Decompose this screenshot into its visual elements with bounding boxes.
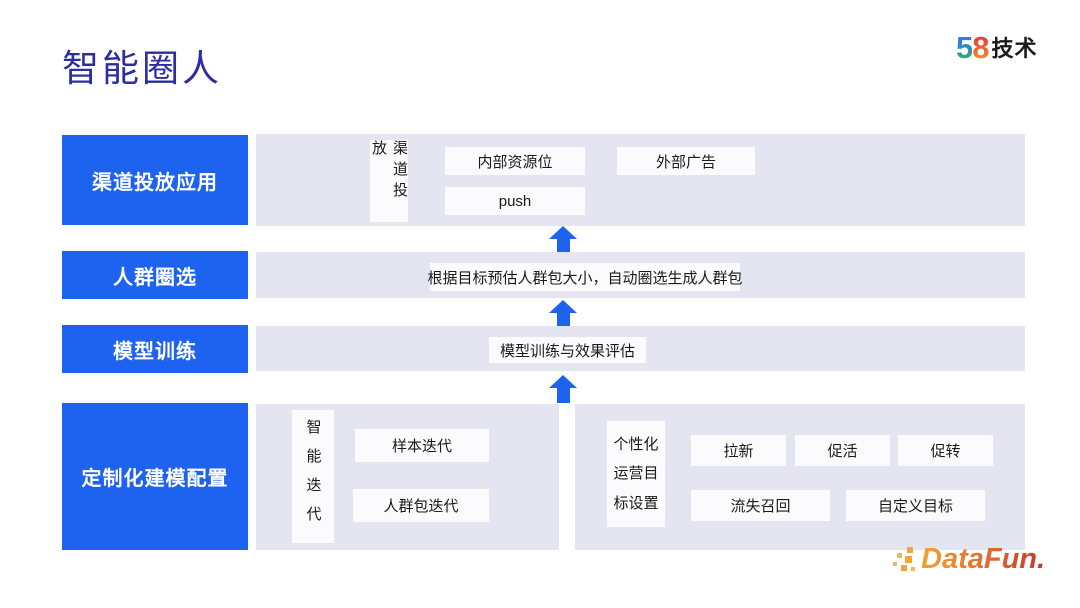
vertical-box-channel-delivery: 渠道投放 xyxy=(370,140,408,222)
datafun-dots-icon xyxy=(893,545,919,575)
box-audience-pack-iteration: 人群包迭代 xyxy=(353,489,489,522)
box-external-ads: 外部广告 xyxy=(617,147,755,175)
datafun-wordmark: DataFun. xyxy=(921,543,1046,575)
58-logo-digits-icon: 58 xyxy=(956,29,990,65)
box-custom-goal: 自定义目标 xyxy=(846,490,985,521)
row-label-channel-delivery: 渠道投放应用 xyxy=(62,135,248,225)
row-label-model-training: 模型训练 xyxy=(62,325,248,373)
box-conversion: 促转 xyxy=(898,435,993,466)
box-personalized-goal-setting: 个性化运营目标设置 xyxy=(607,421,665,527)
box-internal-resource: 内部资源位 xyxy=(445,147,585,175)
up-arrow-icon xyxy=(549,226,577,252)
box-acquisition: 拉新 xyxy=(691,435,786,466)
box-activation: 促活 xyxy=(795,435,890,466)
box-training-evaluation: 模型训练与效果评估 xyxy=(489,337,646,363)
row-label-audience-selection: 人群圈选 xyxy=(62,251,248,299)
datafun-logo: DataFun. xyxy=(893,543,1045,576)
vertical-box-smart-iteration: 智能迭代 xyxy=(292,410,334,543)
up-arrow-icon xyxy=(549,300,577,326)
box-sample-iteration: 样本迭代 xyxy=(355,429,489,462)
58-logo-text: 技术 xyxy=(991,36,1038,61)
box-push: push xyxy=(445,187,585,215)
box-churn-recall: 流失召回 xyxy=(691,490,830,521)
58-tech-logo: 58 技术 xyxy=(956,31,1038,63)
up-arrow-icon xyxy=(549,375,577,403)
row-label-custom-modeling: 定制化建模配置 xyxy=(62,403,248,550)
page-title: 智能圈人 xyxy=(62,47,222,90)
box-estimate-audience: 根据目标预估人群包大小，自动圈选生成人群包 xyxy=(428,263,743,291)
